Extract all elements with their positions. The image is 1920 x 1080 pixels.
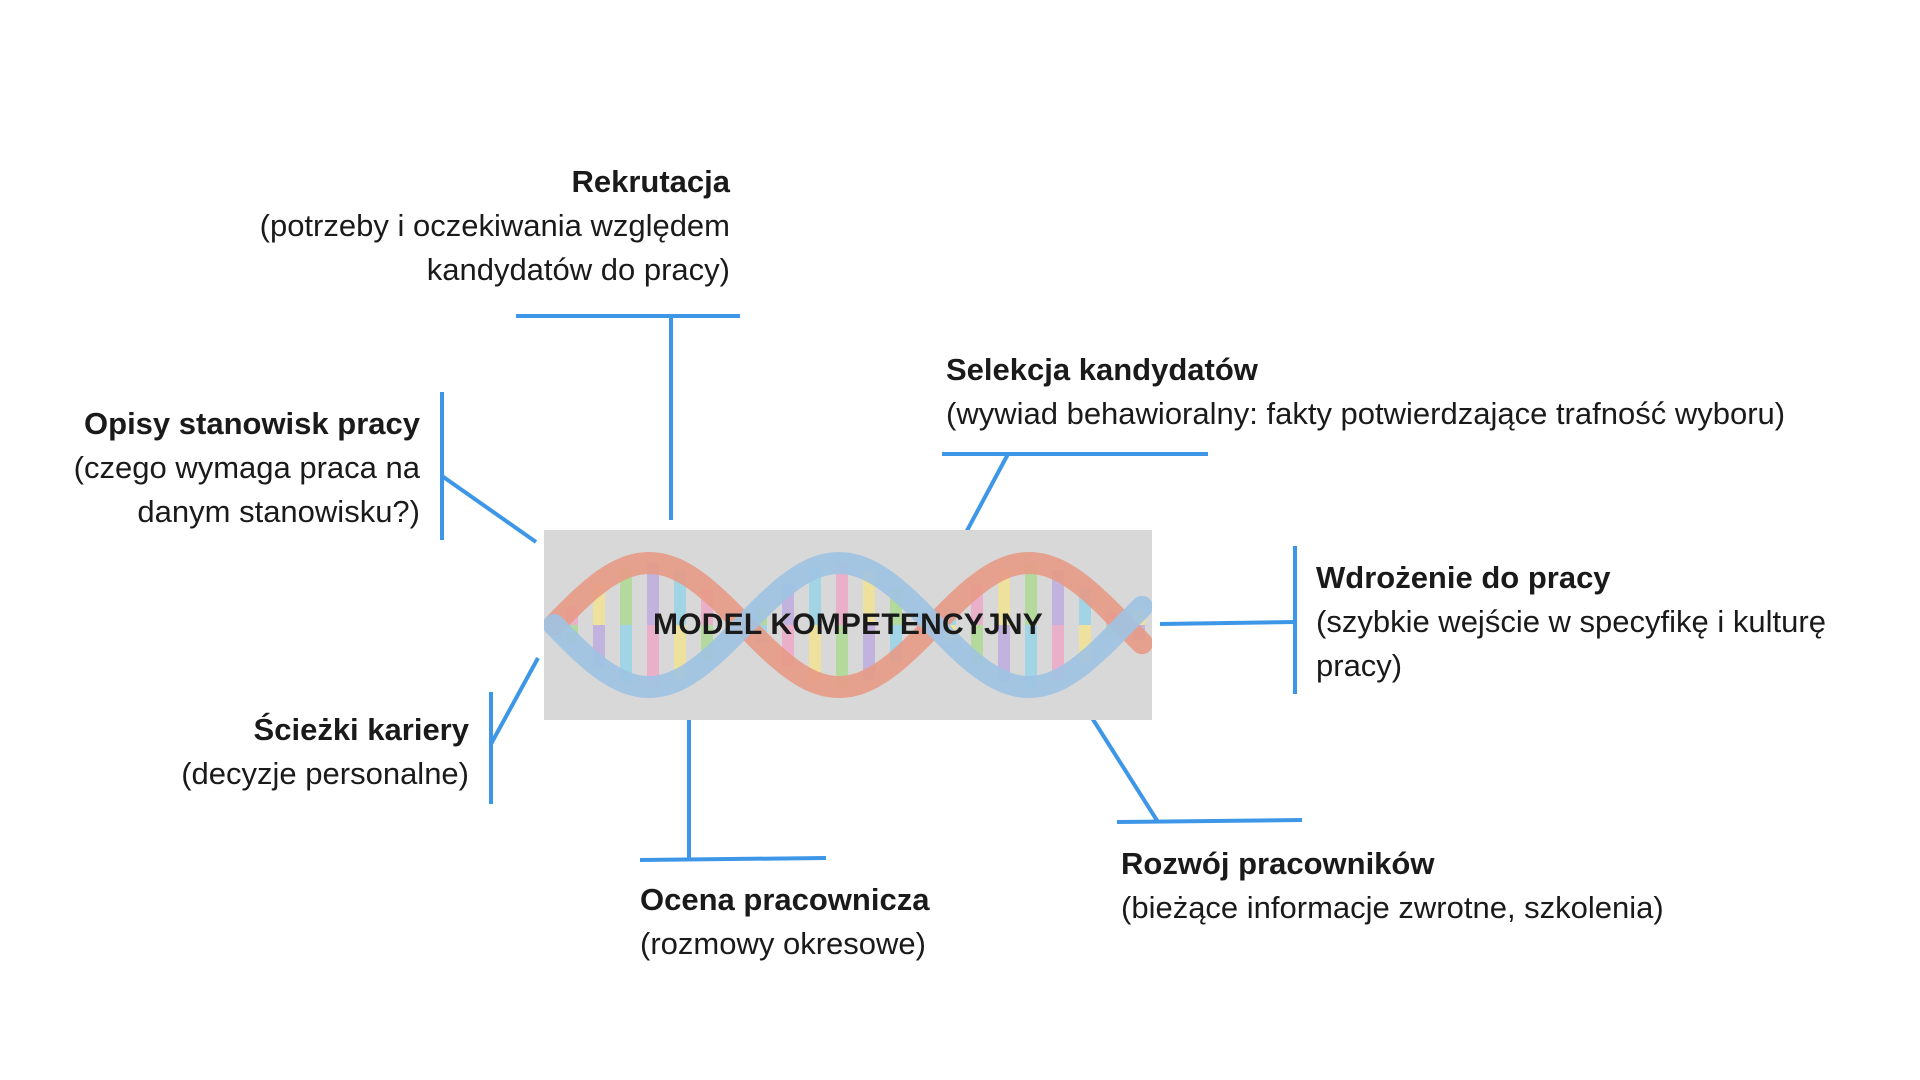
node-desc-line: (czego wymaga praca na (73, 450, 420, 485)
node-title: Rekrutacja (571, 164, 730, 199)
dna-rung (809, 625, 821, 683)
dna-strand-orange (544, 551, 1152, 699)
dna-rung (998, 625, 1010, 682)
node-rozwoj: Rozwój pracowników (bieżące informacje z… (1121, 842, 1821, 930)
node-desc-line: (bieżące informacje zwrotne, szkolenia) (1121, 890, 1664, 925)
center-title: MODEL KOMPETENCYJNY (653, 608, 1043, 641)
node-title: Wdrożenie do pracy (1316, 560, 1611, 595)
node-desc-line: (potrzeby i oczekiwania względem (259, 208, 730, 243)
connector-opisy-stem (440, 474, 538, 544)
connector-ocena-bar (639, 856, 827, 862)
node-rekrutacja: Rekrutacja (potrzeby i oczekiwania wzglę… (170, 160, 730, 292)
node-title: Ocena pracownicza (640, 882, 930, 917)
dna-rung (809, 567, 821, 625)
dna-rung (836, 625, 848, 687)
node-title: Opisy stanowisk pracy (84, 406, 420, 441)
node-title: Ścieżki kariery (253, 712, 469, 747)
node-title: Rozwój pracowników (1121, 846, 1435, 881)
dna-rung (836, 563, 848, 625)
dna-rung (620, 567, 632, 625)
node-desc-line: kandydatów do pracy) (426, 252, 730, 287)
dna-rung (620, 625, 632, 683)
node-selekcja: Selekcja kandydatów (wywiad behawioralny… (946, 348, 1906, 436)
connector-rozwoj-stem (1085, 708, 1160, 824)
connector-rozwoj-bar (1116, 818, 1303, 824)
connector-selekcja-stem (960, 453, 1010, 541)
node-sciezki: Ścieżki kariery (decyzje personalne) (49, 708, 469, 796)
node-desc-line: (wywiad behawioralny: fakty potwierdzają… (946, 396, 1786, 431)
node-desc-line: danym stanowisku?) (137, 494, 420, 529)
node-title: Selekcja kandydatów (946, 352, 1258, 387)
dna-strand-blue (544, 551, 1152, 699)
node-ocena: Ocena pracownicza (rozmowy okresowe) (640, 878, 1060, 966)
center-model-box: MODEL KOMPETENCYJNY (544, 530, 1152, 720)
node-opisy: Opisy stanowisk pracy (czego wymaga prac… (20, 402, 420, 534)
dna-helix-icon (544, 551, 1152, 699)
dna-rung (647, 563, 659, 625)
dna-rung (998, 568, 1010, 625)
dna-rung (1025, 625, 1037, 687)
connector-wdrozenie-stem (1159, 620, 1296, 626)
node-desc-line: (szybkie wejście w specyfikę i kulturę (1316, 604, 1826, 639)
node-desc-line: pracy) (1316, 648, 1403, 683)
node-desc-line: (decyzje personalne) (181, 756, 469, 791)
node-wdrozenie: Wdrożenie do pracy (szybkie wejście w sp… (1316, 556, 1906, 688)
node-desc-line: (rozmowy okresowe) (640, 926, 926, 961)
dna-rung (647, 625, 659, 687)
connector-sciezki-stem (489, 657, 540, 745)
dna-rung (1025, 563, 1037, 625)
